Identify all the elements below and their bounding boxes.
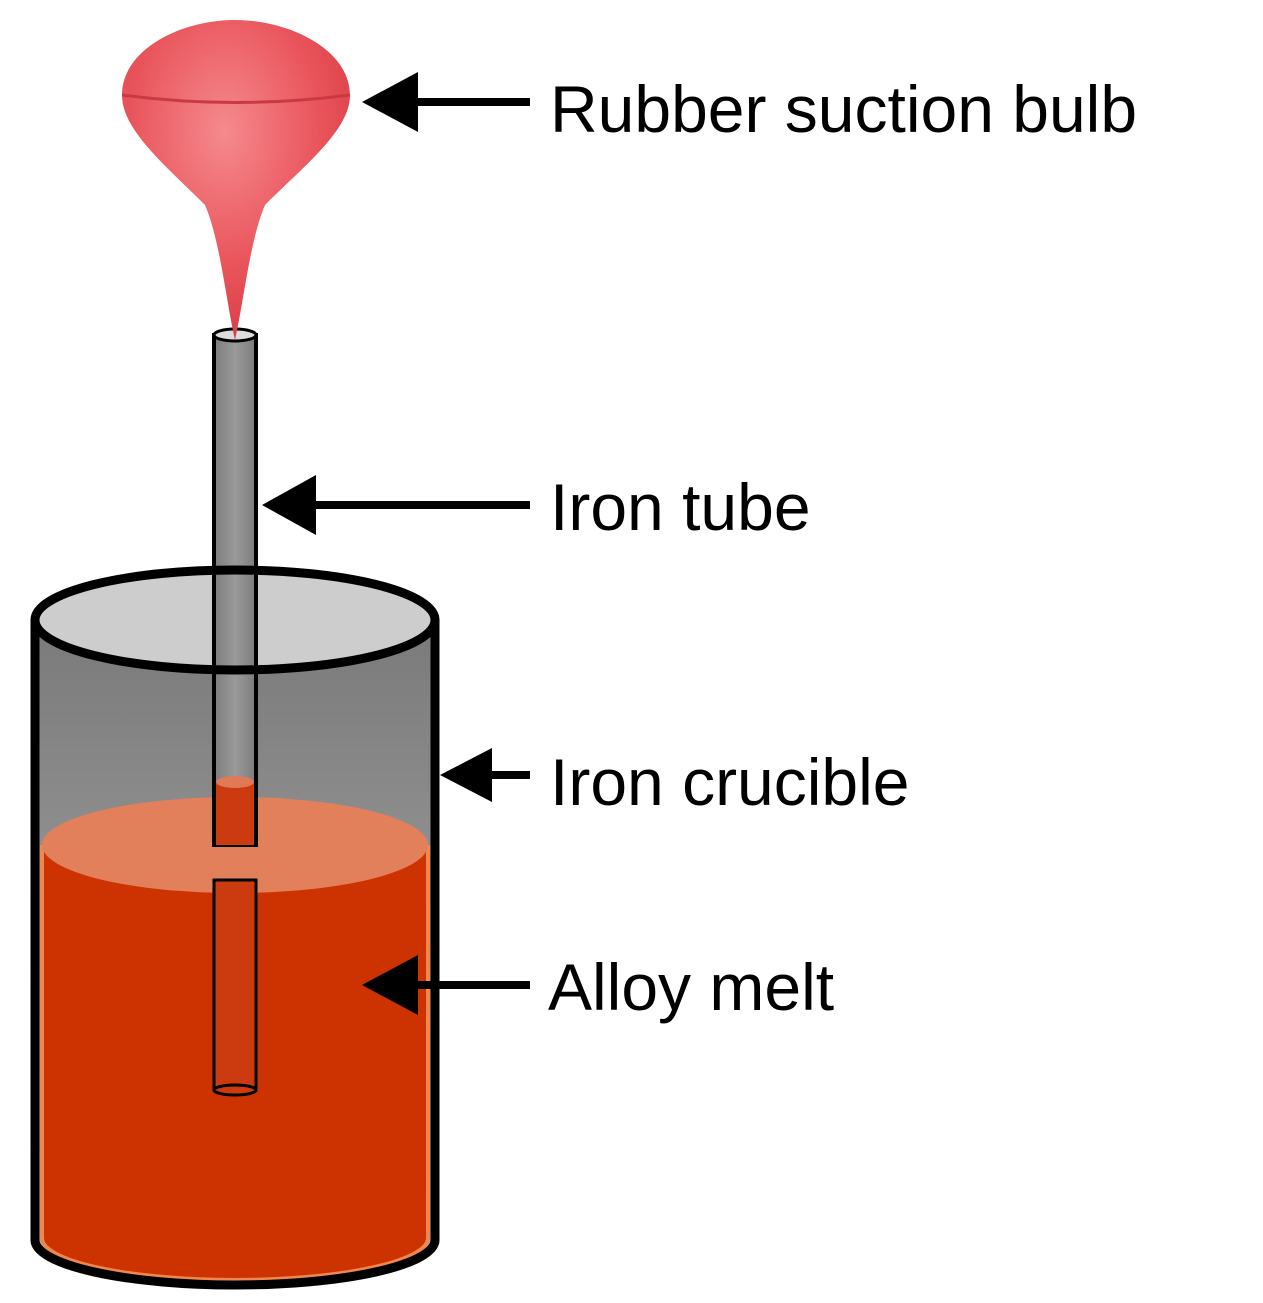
arrow-bulb: [362, 72, 530, 132]
arrow-tube: [262, 475, 530, 535]
iron-tube: [212, 327, 258, 1097]
bulb-seam: [121, 93, 351, 104]
tube-bottom: [212, 1083, 258, 1097]
bulb-shape: [122, 20, 350, 340]
tube-melt-column-top: [216, 776, 254, 788]
label-iron-crucible: Iron crucible: [550, 745, 910, 819]
label-alloy-melt: Alloy melt: [548, 950, 834, 1024]
rubber-suction-bulb: [121, 20, 351, 340]
arrows: [262, 72, 530, 1015]
label-rubber-suction-bulb: Rubber suction bulb: [550, 72, 1137, 146]
tube-melt-column: [216, 782, 254, 845]
label-iron-tube: Iron tube: [550, 470, 811, 544]
tube-submerged: [212, 878, 258, 1092]
melt-bottom-edge: [40, 1237, 430, 1282]
crucible-outline: [30, 565, 440, 1290]
arrow-crucible: [440, 748, 530, 802]
arrow-melt: [362, 955, 530, 1015]
tube-upper: [212, 333, 258, 847]
